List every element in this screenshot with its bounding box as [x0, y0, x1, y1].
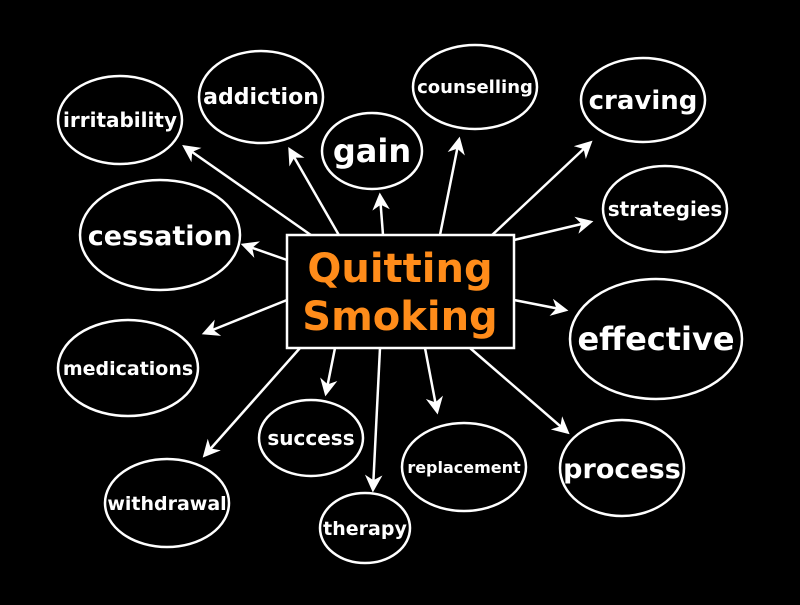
node-withdrawal: withdrawal — [103, 457, 231, 549]
node-therapy: therapy — [318, 491, 412, 565]
node-label: irritability — [63, 108, 177, 132]
node-label: cessation — [88, 221, 233, 252]
node-medications: medications — [56, 318, 200, 418]
arrow-to-withdrawal — [202, 347, 301, 458]
center-title-line1: Quitting — [307, 246, 492, 292]
node-ellipse — [320, 111, 424, 191]
node-success: success — [257, 398, 365, 478]
arrow-to-medications — [201, 298, 288, 336]
node-ellipse — [568, 277, 744, 401]
arrow-to-irritability — [182, 144, 319, 242]
node-ellipse — [56, 74, 184, 166]
node-ellipse — [411, 43, 539, 131]
node-process: process — [558, 418, 686, 518]
node-label: replacement — [407, 458, 521, 477]
node-effective: effective — [568, 277, 744, 401]
arrow-to-therapy — [364, 347, 383, 493]
arrow-to-gain — [372, 192, 390, 236]
node-label: counselling — [417, 77, 533, 98]
node-label: therapy — [323, 518, 407, 540]
node-ellipse — [400, 421, 528, 513]
node-irritability: irritability — [56, 74, 184, 166]
center-node: Quitting Smoking — [285, 233, 516, 350]
center-title-line2: Smoking — [302, 294, 497, 340]
node-gain: gain — [320, 111, 424, 191]
arrow-to-success — [320, 347, 338, 397]
node-ellipse — [579, 56, 707, 144]
arrow-to-process — [469, 347, 570, 435]
node-counselling: counselling — [411, 43, 539, 131]
node-label: addiction — [203, 85, 319, 110]
node-cessation: cessation — [78, 178, 242, 292]
node-label: effective — [577, 320, 734, 358]
node-ellipse — [601, 164, 729, 254]
arrow-to-counselling — [438, 136, 465, 236]
node-replacement: replacement — [400, 421, 528, 513]
arrow-to-effective — [513, 298, 569, 316]
node-label: success — [267, 426, 354, 450]
arrow-to-craving — [489, 140, 593, 238]
node-label: process — [563, 454, 681, 485]
node-ellipse — [558, 418, 686, 518]
node-addiction: addiction — [197, 49, 325, 145]
node-label: craving — [589, 86, 698, 116]
node-ellipse — [197, 49, 325, 145]
node-ellipse — [78, 178, 242, 292]
node-ellipse — [257, 398, 365, 478]
node-label: gain — [333, 132, 411, 170]
node-label: strategies — [608, 197, 723, 221]
arrow-to-replacement — [423, 347, 443, 415]
center-box — [285, 233, 516, 350]
node-ellipse — [56, 318, 200, 418]
node-ellipse — [103, 457, 231, 549]
node-craving: craving — [579, 56, 707, 144]
arrow-group — [182, 136, 594, 493]
arrow-to-cessation — [240, 241, 288, 262]
arrow-to-addiction — [288, 146, 342, 238]
node-label: medications — [63, 358, 193, 380]
arrow-to-strategies — [513, 216, 594, 242]
node-ellipse — [318, 491, 412, 565]
node-label: withdrawal — [107, 493, 226, 515]
node-strategies: strategies — [601, 164, 729, 254]
